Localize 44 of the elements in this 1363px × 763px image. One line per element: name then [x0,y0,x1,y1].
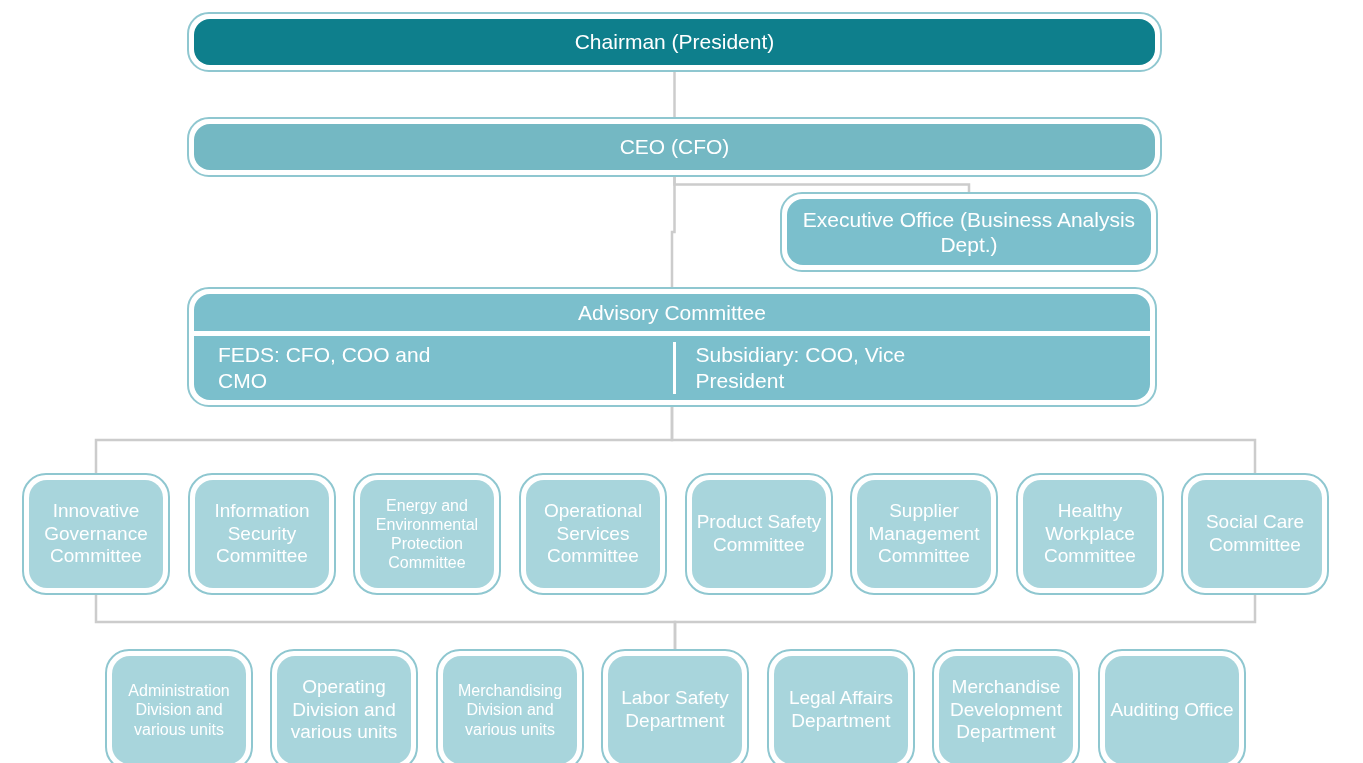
box-label: Information Security Committee [213,499,311,569]
unit-box [1016,473,1164,595]
unit-box [22,473,170,595]
box-label: Operating Division and various units [289,675,399,745]
unit-box [436,649,584,763]
box-label: Product Safety Committee [696,511,822,557]
connector-line [673,177,971,192]
box-label: Merchandising Division and various units [456,681,564,739]
connector-line [670,407,1257,473]
unit-box [1181,473,1329,595]
unit-box [601,649,749,763]
unit-box [1098,649,1246,763]
box-label: Labor Safety Department [620,687,730,733]
unit-box [850,473,998,595]
box-label: Supplier Management Committee [867,499,981,569]
box-label: Energy and Environmental Protection Committee [374,495,480,573]
member-list: Subsidiary: COO, Vice President [695,341,956,394]
org-box [187,117,1162,177]
box-label: Operational Services Committee [542,499,644,569]
unit-box [270,649,418,763]
box-label: Merchandise Development Department [949,675,1063,745]
box-label: Auditing Office [1110,698,1234,722]
box-label: Administration Division and various units [127,681,231,739]
org-box [187,12,1162,72]
box-label: Social Care Committee [1204,511,1306,557]
unit-box [685,473,833,595]
committee-panel [187,287,1157,407]
member-list: FEDS: CFO, COO and CMO [218,341,478,394]
connector-line [673,595,1257,649]
unit-box [353,473,501,595]
org-box [780,192,1158,272]
box-label: CEO (CFO) [619,134,730,160]
connector-line [673,72,676,117]
unit-box [188,473,336,595]
unit-box [105,649,253,763]
box-label: Executive Office (Business Analysis Dept.) [801,206,1137,258]
box-label: Healthy Workplace Committee [1043,499,1137,569]
unit-box [519,473,667,595]
box-title: Advisory Committee [578,299,766,325]
unit-box [767,649,915,763]
unit-box [932,649,1080,763]
box-label: Innovative Governance Committee [43,499,149,569]
box-label: Legal Affairs Department [787,687,895,733]
box-label: Chairman (President) [574,29,775,55]
